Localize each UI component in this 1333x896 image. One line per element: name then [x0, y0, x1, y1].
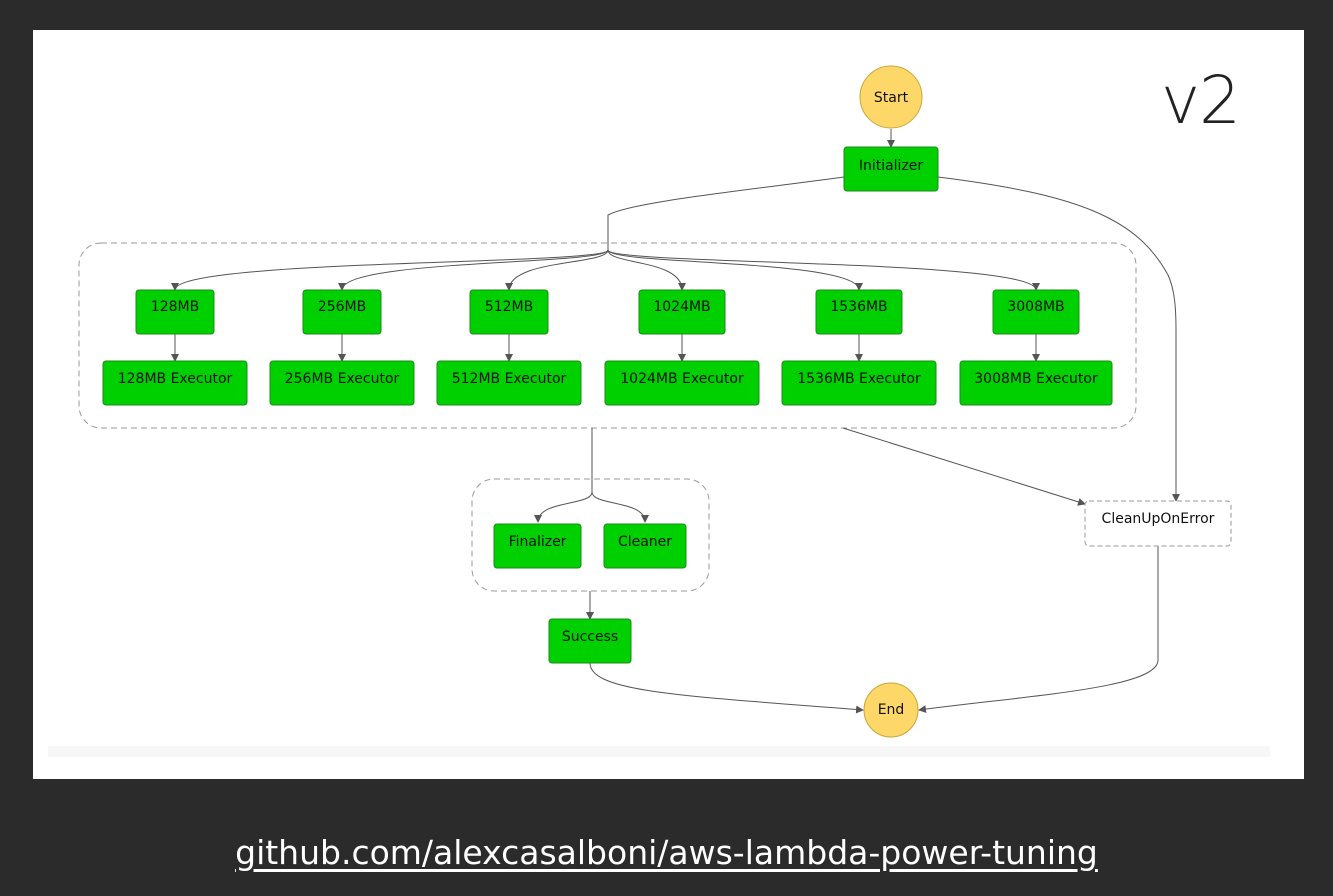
executor-node-3008mb[interactable]: 3008MB Executor	[959, 360, 1113, 406]
memory-node-3008mb[interactable]: 3008MB	[992, 289, 1080, 335]
edge-join-finalizer	[534, 491, 593, 523]
end-node[interactable]: End	[863, 682, 919, 738]
executor-label: 3008MB Executor	[974, 371, 1098, 387]
finalizer-node[interactable]: Finalizer	[493, 523, 582, 569]
memory-label: 1024MB	[653, 299, 710, 315]
end-label: End	[878, 702, 905, 718]
edge-fork-256mb	[338, 249, 609, 291]
cleanup-on-error-node[interactable]: CleanUpOnError	[1084, 500, 1232, 547]
edge-join-cleaner	[591, 491, 649, 523]
edge-fork-3008mb	[607, 249, 1040, 291]
executor-node-256mb[interactable]: 256MB Executor	[269, 360, 415, 406]
edge-initializer-fork	[607, 176, 845, 250]
initializer-node[interactable]: Initializer	[843, 146, 939, 192]
edge-initializer-cleanup	[937, 176, 1180, 502]
memory-node-1024mb[interactable]: 1024MB	[638, 289, 726, 335]
github-repo-link[interactable]: github.com/alexcasalboni/aws-lambda-powe…	[235, 833, 1098, 872]
success-label: Success	[562, 629, 618, 645]
memory-label: 512MB	[485, 299, 533, 315]
edge-cleanup-end	[918, 546, 1159, 714]
diagram-edges	[534, 129, 1180, 714]
edge-fork-1024mb	[607, 249, 686, 291]
edge-fork-128mb	[171, 249, 609, 291]
start-label: Start	[874, 90, 909, 106]
branch-nodes: 128MB 128MB Executor 256MB 256MB Executor 51…	[102, 289, 1113, 406]
executor-label: 1024MB Executor	[620, 371, 744, 387]
executor-label: 1536MB Executor	[797, 371, 921, 387]
executor-label: 512MB Executor	[452, 371, 567, 387]
cleanup-on-error-label: CleanUpOnError	[1102, 511, 1215, 527]
parallel-branches-group	[78, 242, 1137, 429]
branch-edges	[171, 249, 1040, 362]
executor-label: 256MB Executor	[285, 371, 400, 387]
memory-label: 128MB	[151, 299, 199, 315]
canvas-bottom-strip	[48, 746, 1270, 757]
memory-node-512mb[interactable]: 512MB	[469, 289, 549, 335]
finalizer-label: Finalizer	[509, 534, 567, 550]
start-node[interactable]: Start	[859, 65, 923, 129]
memory-label: 1536MB	[830, 299, 887, 315]
edge-success-end	[589, 662, 864, 714]
executor-node-128mb[interactable]: 128MB Executor	[102, 360, 248, 406]
state-machine-diagram: Start End Initializer 128MB 128MB Executo…	[78, 65, 1232, 738]
executor-node-512mb[interactable]: 512MB Executor	[436, 360, 582, 406]
executor-node-1536mb[interactable]: 1536MB Executor	[781, 360, 937, 406]
memory-label: 3008MB	[1007, 299, 1064, 315]
edge-group-cleanup	[842, 427, 1086, 506]
initializer-label: Initializer	[859, 158, 924, 174]
executor-node-1024mb[interactable]: 1024MB Executor	[604, 360, 760, 406]
executor-label: 128MB Executor	[118, 371, 233, 387]
success-node[interactable]: Success	[548, 618, 632, 664]
memory-node-256mb[interactable]: 256MB	[302, 289, 382, 335]
memory-node-128mb[interactable]: 128MB	[135, 289, 215, 335]
memory-label: 256MB	[318, 299, 366, 315]
cleaner-node[interactable]: Cleaner	[603, 523, 687, 569]
memory-node-1536mb[interactable]: 1536MB	[815, 289, 903, 335]
finalizer-cleaner-group	[471, 478, 710, 592]
version-label: v2	[1161, 62, 1241, 139]
edge-fork-1536mb	[607, 249, 863, 291]
edge-fork-512mb	[505, 249, 609, 291]
cleaner-label: Cleaner	[618, 534, 672, 550]
diagram-canvas: Start End Initializer 128MB 128MB Executo…	[33, 30, 1304, 779]
